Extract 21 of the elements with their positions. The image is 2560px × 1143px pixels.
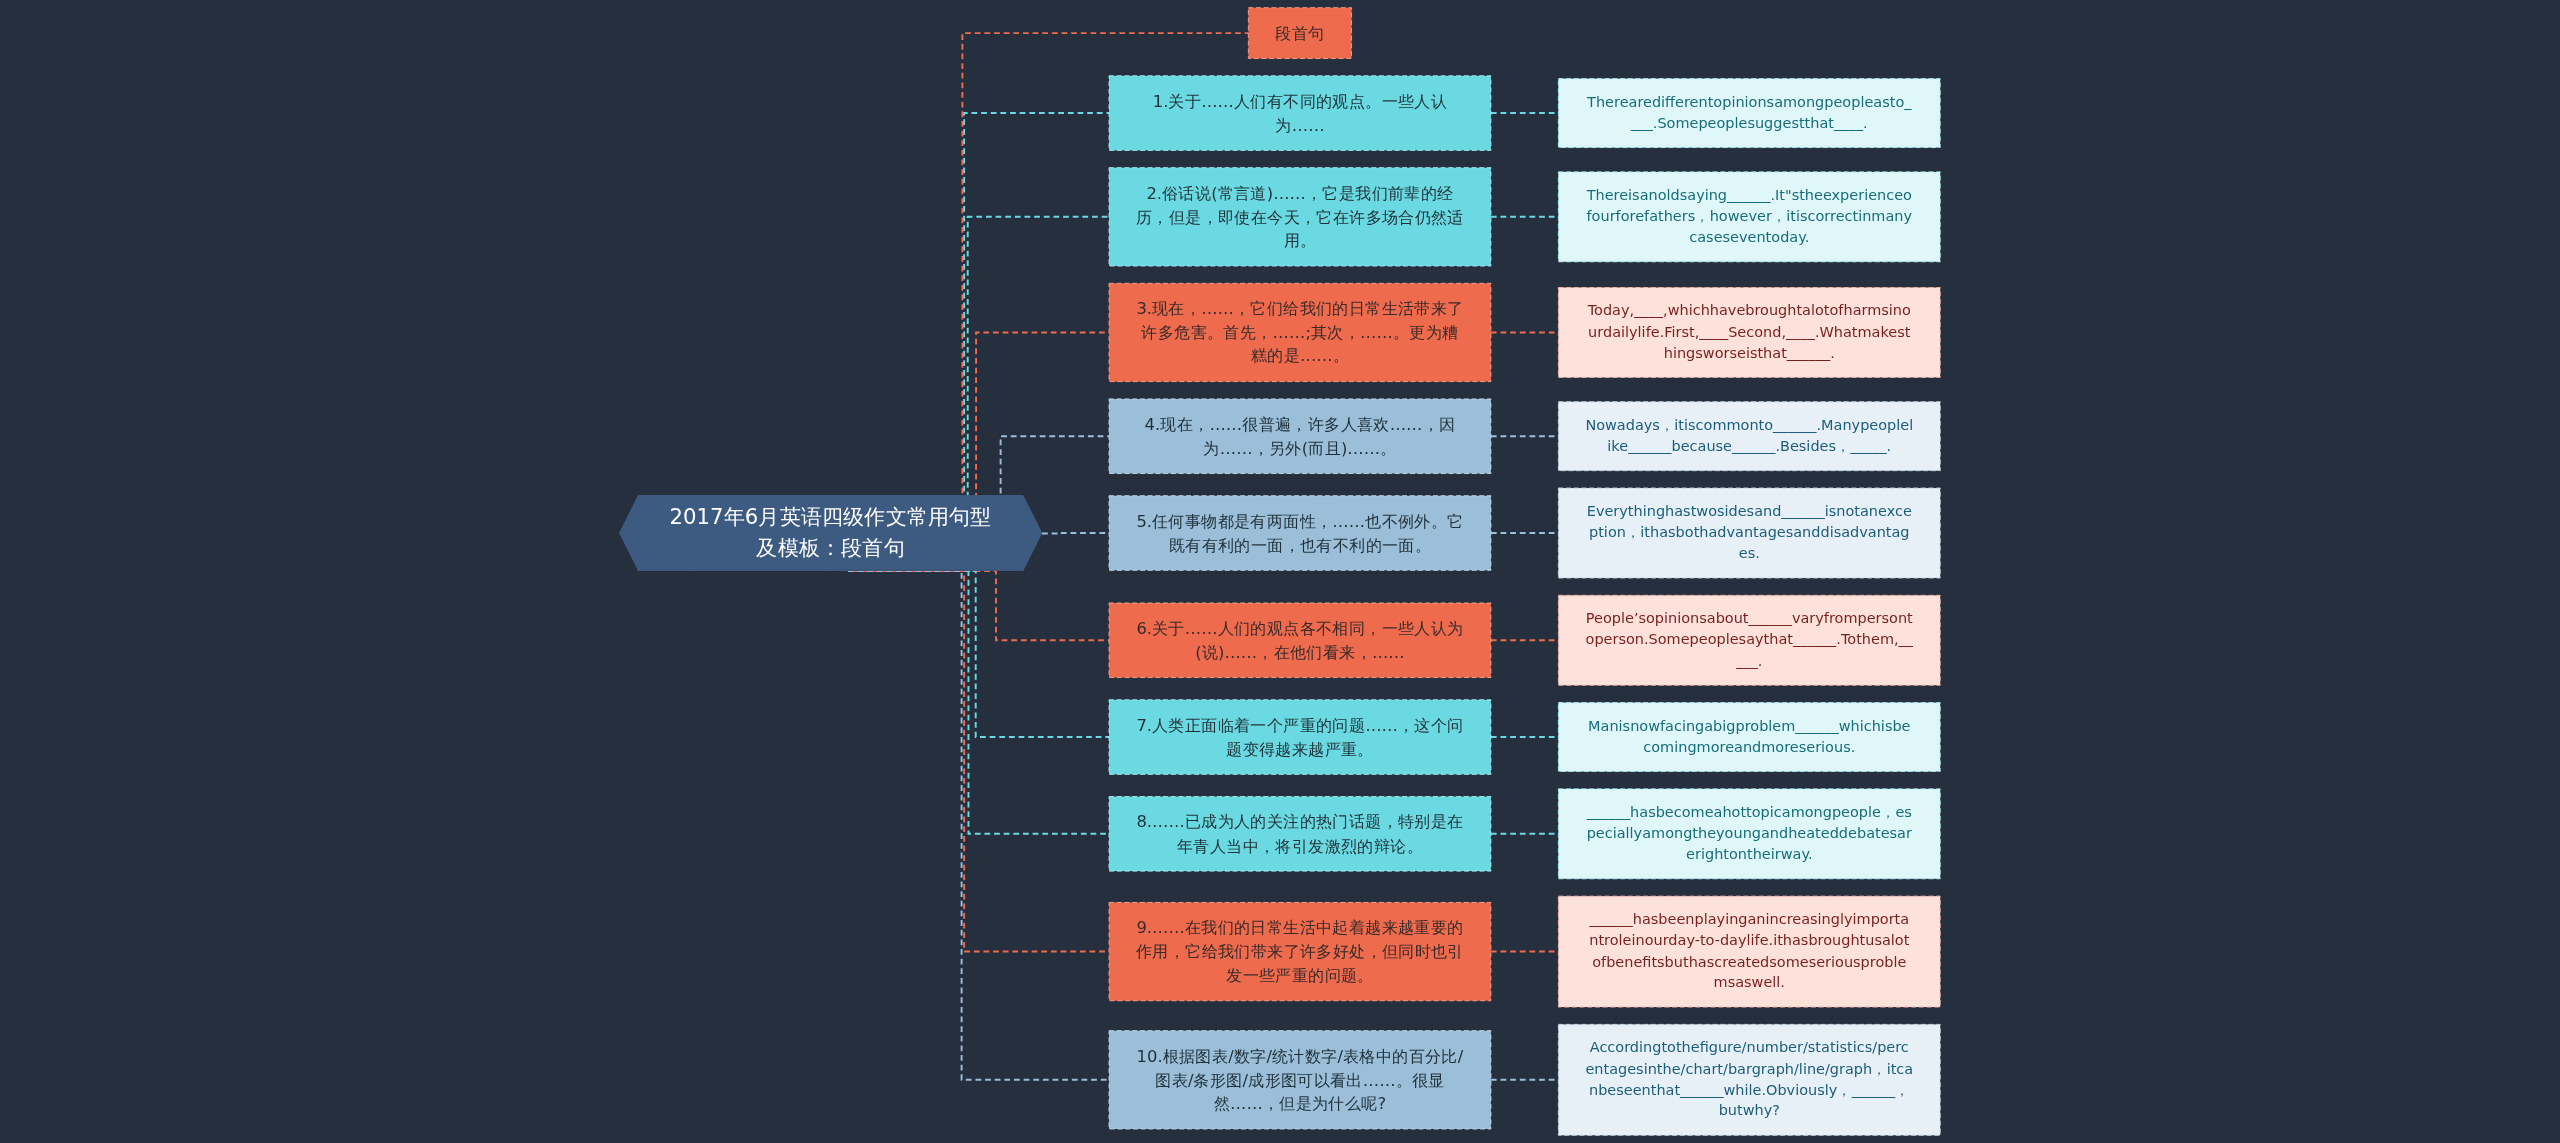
node-box: Today,____,whichhavebroughtalotofharmsinourdailylife.First,____Second,____.Whatmakesthingsworseisthat______. bbox=[1557, 287, 1941, 378]
node-box: Manisnowfacingabigproblem______whichisbecomingmoreandmoreserious. bbox=[1557, 702, 1941, 772]
node-box: 1.关于……人们有不同的观点。一些人认为…… bbox=[1108, 75, 1492, 151]
node-box: Thereisanoldsaying______.It"stheexperienceofourforefathers，however，itiscorrectinmanycaseseventoday. bbox=[1557, 171, 1941, 263]
node-box: People’sopinionsabout______varyfrompersontoperson.Somepeoplesaythat______.Tothem,_____. bbox=[1557, 594, 1941, 686]
node-box: 7.人类正面临着一个严重的问题……，这个问题变得越来越严重。 bbox=[1108, 699, 1492, 775]
node-box: 2.俗话说(常言道)……，它是我们前辈的经历，但是，即使在今天，它在许多场合仍然适用。 bbox=[1108, 167, 1492, 267]
node-box: ______hasbeenplayinganincreasinglyimportantroleinourday-to-daylife.ithasbroughtusalotofbenefitsbuthascreatedsomeseriousproblemsaswell. bbox=[1557, 895, 1941, 1008]
node-box: 段首句 bbox=[1247, 7, 1353, 59]
node-box: Accordingtothefigure/number/statistics/percentagesinthe/chart/bargraph/line/graph，itcanbeseenthat______while.Obviously，______，butwhy? bbox=[1557, 1023, 1941, 1136]
node-box: 3.现在，……，它们给我们的日常生活带来了许多危害。首先，……;其次，……。更为糟糕的是……。 bbox=[1108, 282, 1492, 383]
node-box: 10.根据图表/数字/统计数字/表格中的百分比/图表/条形图/成形图可以看出……。很显然……，但是为什么呢? bbox=[1108, 1030, 1492, 1130]
node-box: 5.任何事物都是有两面性，……也不例外。它既有有利的一面，也有不利的一面。 bbox=[1108, 495, 1492, 571]
node-box: Therearedifferentopinionsamongpeopleasto____.Somepeoplesuggestthat____. bbox=[1557, 78, 1941, 149]
node-box: Everythinghastwosidesand______isnotanexception，ithasbothadvantagesanddisadvantages. bbox=[1557, 487, 1941, 579]
node-box: 4.现在，……很普遍，许多人喜欢……，因为……，另外(而且)……。 bbox=[1108, 398, 1492, 474]
node-box: 8.……已成为人的关注的热门话题，特别是在年青人当中，将引发激烈的辩论。 bbox=[1108, 796, 1492, 872]
node-box: 9.……在我们的日常生活中起着越来越重要的作用，它给我们带来了许多好处，但同时也引发一些严重的问题。 bbox=[1108, 901, 1492, 1002]
node-box: 6.关于……人们的观点各不相同，一些人认为(说)……，在他们看来，…… bbox=[1108, 602, 1492, 678]
node-box: Nowadays，itiscommonto______.Manypeoplelike______because______.Besides，_____. bbox=[1557, 401, 1941, 472]
node-box: ______hasbecomeahottopicamongpeople，especiallyamongtheyoungandheateddebatesarerightontheirway. bbox=[1557, 788, 1941, 880]
